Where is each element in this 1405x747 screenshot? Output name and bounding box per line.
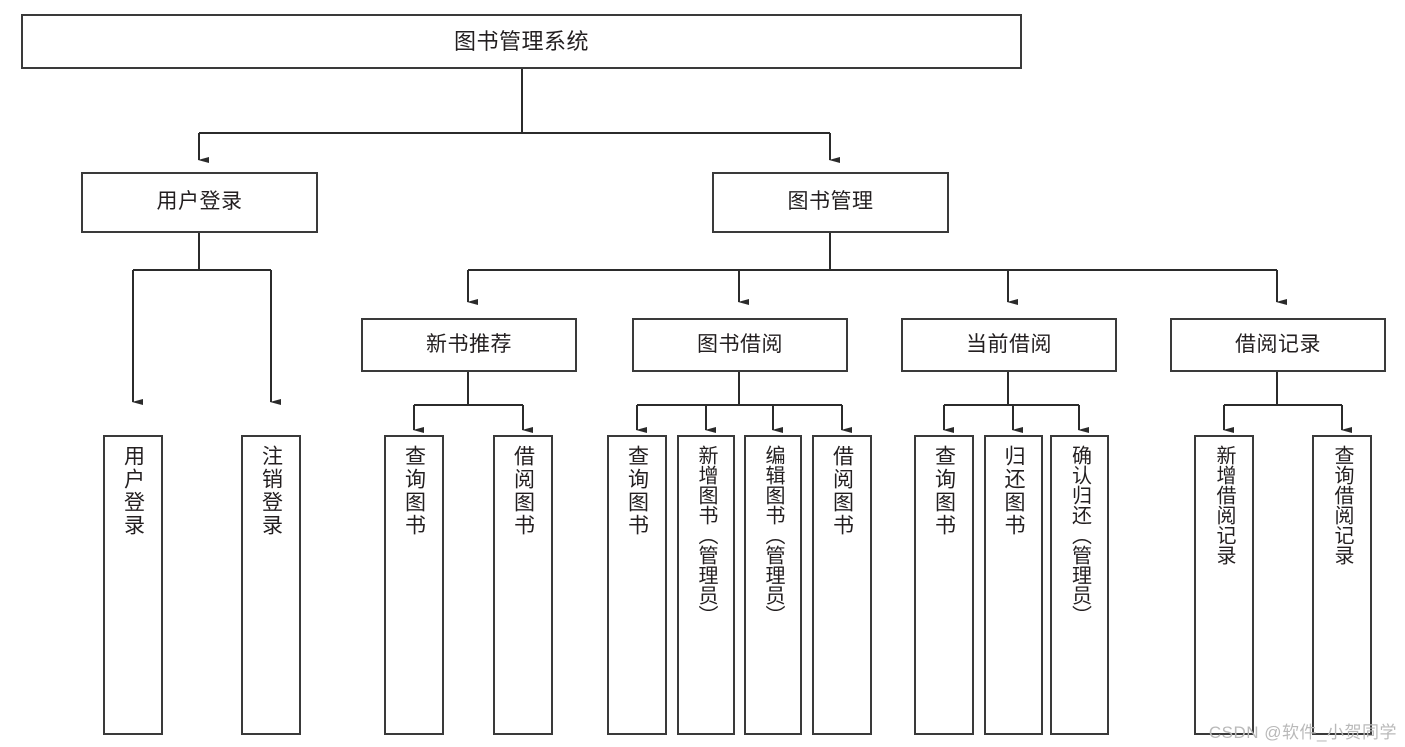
node-leaf-confirm-return-admin-label: 确认归还（管理员） (1068, 445, 1091, 625)
node-leaf-edit-book-admin[interactable]: 编辑图书（管理员） (744, 435, 802, 735)
node-leaf-user-login-label: 用户登录 (121, 445, 145, 537)
node-leaf-query-book-2[interactable]: 查询图书 (607, 435, 667, 735)
node-current-borrow[interactable]: 当前借阅 (901, 318, 1117, 372)
node-leaf-logout-login[interactable]: 注销登录 (241, 435, 301, 735)
node-new-book-recommend-label: 新书推荐 (426, 332, 512, 356)
node-user-login[interactable]: 用户登录 (81, 172, 318, 233)
node-leaf-query-borrow-record[interactable]: 查询借阅记录 (1312, 435, 1372, 735)
node-leaf-logout-login-label: 注销登录 (259, 445, 283, 537)
node-leaf-query-book-1[interactable]: 查询图书 (384, 435, 444, 735)
node-leaf-borrow-book-2-label: 借阅图书 (830, 445, 854, 537)
node-book-management[interactable]: 图书管理 (712, 172, 949, 233)
node-leaf-query-book-3-label: 查询图书 (932, 445, 956, 537)
node-user-login-label: 用户登录 (156, 190, 243, 214)
node-leaf-return-book[interactable]: 归还图书 (984, 435, 1043, 735)
node-leaf-edit-book-admin-label: 编辑图书（管理员） (762, 445, 784, 625)
node-current-borrow-label: 当前借阅 (966, 332, 1052, 356)
node-leaf-query-borrow-record-label: 查询借阅记录 (1331, 445, 1353, 565)
node-leaf-return-book-label: 归还图书 (1002, 445, 1025, 537)
node-leaf-borrow-book-1-label: 借阅图书 (511, 445, 535, 537)
node-leaf-borrow-book-2[interactable]: 借阅图书 (812, 435, 872, 735)
node-book-borrow-label: 图书借阅 (697, 332, 783, 356)
node-leaf-user-login[interactable]: 用户登录 (103, 435, 163, 735)
node-leaf-add-book-admin[interactable]: 新增图书（管理员） (677, 435, 735, 735)
node-leaf-query-book-2-label: 查询图书 (625, 445, 649, 537)
node-book-management-label: 图书管理 (787, 190, 874, 214)
watermark-text: CSDN @软件_小贺同学 (1208, 723, 1397, 742)
node-leaf-confirm-return-admin[interactable]: 确认归还（管理员） (1050, 435, 1109, 735)
node-leaf-borrow-book-1[interactable]: 借阅图书 (493, 435, 553, 735)
node-root[interactable]: 图书管理系统 (21, 14, 1022, 69)
node-leaf-query-book-3[interactable]: 查询图书 (914, 435, 974, 735)
node-leaf-query-book-1-label: 查询图书 (402, 445, 426, 537)
node-new-book-recommend[interactable]: 新书推荐 (361, 318, 577, 372)
node-book-borrow[interactable]: 图书借阅 (632, 318, 848, 372)
node-borrow-record[interactable]: 借阅记录 (1170, 318, 1386, 372)
node-leaf-add-book-admin-label: 新增图书（管理员） (695, 445, 717, 625)
node-root-label: 图书管理系统 (453, 28, 589, 54)
node-leaf-add-borrow-record[interactable]: 新增借阅记录 (1194, 435, 1254, 735)
node-borrow-record-label: 借阅记录 (1235, 332, 1321, 356)
node-leaf-add-borrow-record-label: 新增借阅记录 (1213, 445, 1235, 565)
